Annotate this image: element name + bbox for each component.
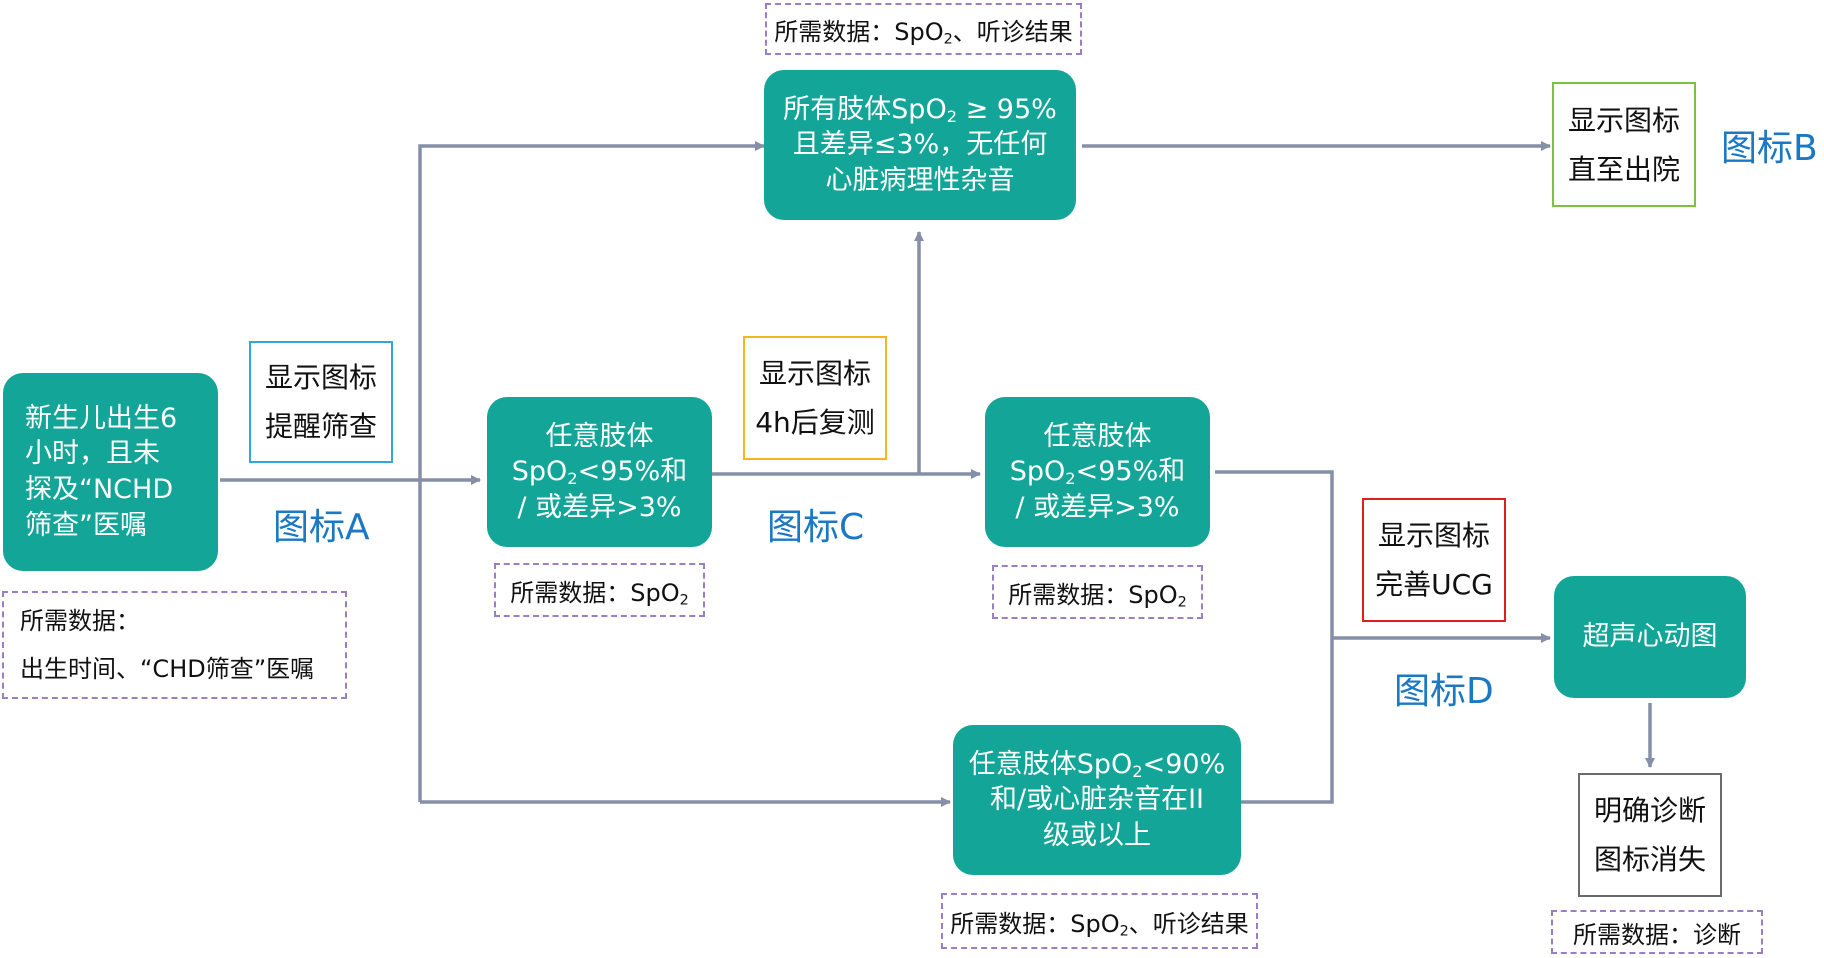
tag-icon-a: 图标A — [273, 507, 370, 548]
node-severe-line1: 任意肢体SpO2<90% — [968, 748, 1226, 781]
hint-final-line1: 明确诊断 — [1593, 794, 1706, 827]
hint-final-line2: 图标消失 — [1593, 843, 1706, 876]
node-check1-line2: SpO2<95%和 — [511, 456, 688, 489]
note-check2: 所需数据：SpO2 — [992, 565, 1203, 619]
node-check2-line1: 任意肢体 — [1043, 420, 1152, 452]
node-start: 新生儿出生6 小时，且未 探及“NCHD 筛查”医嘱 — [3, 373, 218, 571]
hint-b-line2: 直至出院 — [1567, 152, 1680, 186]
node-start-line4: 筛查”医嘱 — [25, 509, 147, 541]
note-check1-text: 所需数据：SpO2 — [510, 578, 689, 609]
note-severe-text: 所需数据：SpO2、听诊结果 — [950, 909, 1249, 940]
hint-box-d: 显示图标 完善UCG — [1362, 498, 1506, 622]
note-severe: 所需数据：SpO2、听诊结果 — [941, 893, 1258, 949]
node-pass-line2: 且差异≤3%，无任何 — [792, 129, 1048, 161]
hint-d-line1: 显示图标 — [1377, 519, 1490, 552]
node-severe-line2: 和/或心脏杂音在II — [989, 784, 1205, 816]
note-start-line2: 出生时间、“CHD筛查”医嘱 — [20, 655, 315, 683]
note-final: 所需数据：诊断 — [1551, 910, 1763, 954]
node-check2-line2: SpO2<95%和 — [1009, 456, 1186, 489]
node-start-line2: 小时，且未 — [25, 438, 160, 470]
node-check1-line3: / 或差异>3% — [517, 491, 682, 523]
hint-c-line1: 显示图标 — [758, 357, 871, 390]
note-start: 所需数据： 出生时间、“CHD筛查”医嘱 — [2, 591, 347, 699]
hint-box-a: 显示图标 提醒筛查 — [249, 341, 393, 463]
hint-box-b: 显示图标 直至出院 — [1552, 82, 1696, 207]
node-start-line1: 新生儿出生6 — [25, 402, 178, 434]
node-pass: 所有肢体SpO2 ≥ 95% 且差异≤3%，无任何 心脏病理性杂音 — [764, 70, 1076, 220]
tag-icon-c: 图标C — [767, 507, 865, 548]
hint-a-line2: 提醒筛查 — [264, 410, 377, 443]
tag-icon-d: 图标D — [1394, 671, 1494, 712]
hint-box-c: 显示图标 4h后复测 — [743, 336, 887, 460]
node-severe-line3: 级或以上 — [1043, 819, 1151, 851]
hint-b-line1: 显示图标 — [1567, 103, 1680, 137]
node-start-line3: 探及“NCHD — [25, 474, 174, 505]
note-start-line1: 所需数据： — [20, 607, 140, 635]
node-check1: 任意肢体 SpO2<95%和 / 或差异>3% — [487, 397, 712, 547]
arrow-branch-to-pass — [418, 141, 765, 802]
node-echo-line1: 超声心动图 — [1582, 621, 1718, 653]
tag-icon-b: 图标B — [1721, 128, 1818, 169]
note-pass: 所需数据：SpO2、听诊结果 — [765, 3, 1082, 55]
node-severe: 任意肢体SpO2<90% 和/或心脏杂音在II 级或以上 — [953, 725, 1241, 875]
hint-box-final: 明确诊断 图标消失 — [1578, 773, 1722, 897]
node-check2-line3: / 或差异>3% — [1015, 491, 1180, 523]
node-pass-line1: 所有肢体SpO2 ≥ 95% — [783, 93, 1057, 126]
hint-d-line2: 完善UCG — [1375, 568, 1493, 601]
node-check1-line1: 任意肢体 — [545, 420, 654, 452]
hint-a-line1: 显示图标 — [264, 361, 377, 394]
note-check2-text: 所需数据：SpO2 — [1008, 580, 1187, 611]
hint-c-line2: 4h后复测 — [755, 406, 875, 439]
note-final-text: 所需数据：诊断 — [1573, 920, 1741, 949]
node-check2: 任意肢体 SpO2<95%和 / 或差异>3% — [985, 397, 1210, 547]
note-check1: 所需数据：SpO2 — [494, 563, 705, 617]
node-pass-line3: 心脏病理性杂音 — [825, 164, 1015, 196]
note-pass-text: 所需数据：SpO2、听诊结果 — [774, 17, 1073, 48]
node-echo: 超声心动图 — [1554, 576, 1746, 698]
